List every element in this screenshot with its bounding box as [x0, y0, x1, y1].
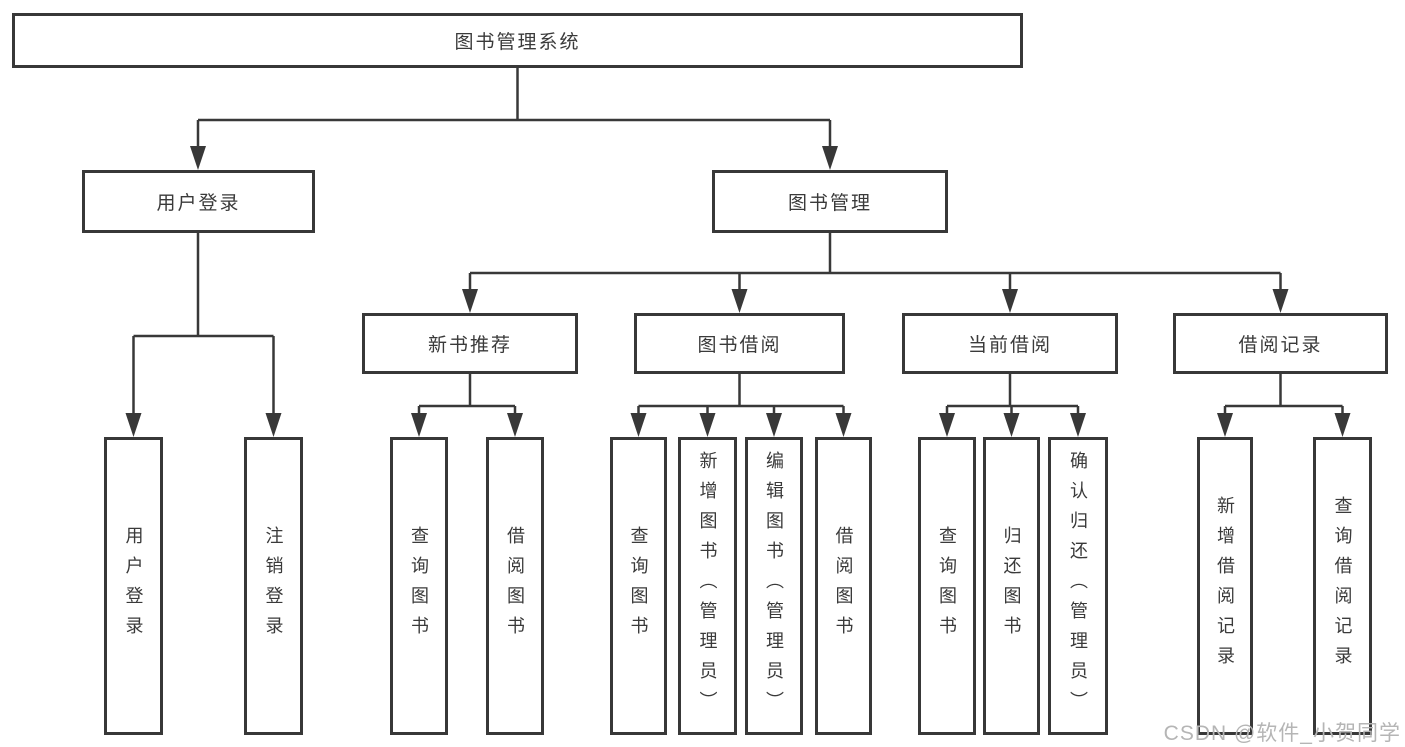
node-root-library-management-system: 图书管理系统 — [12, 13, 1023, 68]
node-label: 新书推荐 — [427, 335, 512, 356]
connector-root-to-level2 — [190, 68, 838, 170]
node-label: 查询图书 — [628, 526, 649, 646]
connector-book-mgmt-branch — [462, 233, 1289, 313]
connector-current-branch — [939, 374, 1086, 437]
node-label: 新增借阅记录 — [1215, 496, 1235, 676]
leaf-current-query-books: 查询图书 — [918, 437, 976, 735]
node-label: 编辑图书（管理员） — [764, 451, 784, 721]
node-label: 当前借阅 — [967, 335, 1052, 356]
node-label: 查询借阅记录 — [1332, 496, 1353, 676]
node-label: 借阅图书 — [833, 526, 854, 646]
connector-user-login-branch — [125, 233, 282, 437]
connector-records-branch — [1217, 374, 1351, 437]
leaf-current-return-books: 归还图书 — [983, 437, 1040, 735]
connector-borrow-branch — [630, 374, 852, 437]
leaf-borrow-borrow-books: 借阅图书 — [815, 437, 872, 735]
leaf-records-add-record: 新增借阅记录 — [1197, 437, 1253, 735]
node-label: 新增图书（管理员） — [697, 451, 718, 721]
node-label: 归还图书 — [1001, 526, 1022, 646]
node-book-management: 图书管理 — [712, 170, 948, 233]
node-label: 注销登录 — [263, 526, 284, 646]
leaf-new-books-query-books: 查询图书 — [390, 437, 448, 735]
node-label: 确认归还（管理员） — [1068, 451, 1088, 721]
node-borrowing-records: 借阅记录 — [1173, 313, 1388, 374]
leaf-borrow-edit-books-admin: 编辑图书（管理员） — [745, 437, 803, 735]
node-label: 借阅记录 — [1238, 335, 1323, 356]
node-label: 用户登录 — [156, 193, 241, 214]
csdn-watermark: CSDN @软件_小贺同学 — [1163, 722, 1401, 745]
leaf-new-books-borrow-books: 借阅图书 — [486, 437, 544, 735]
leaf-borrow-add-books-admin: 新增图书（管理员） — [678, 437, 737, 735]
leaf-records-query-record: 查询借阅记录 — [1313, 437, 1372, 735]
node-label: 查询图书 — [409, 526, 429, 646]
connector-new-books-branch — [411, 374, 523, 437]
node-label: 图书管理 — [787, 193, 872, 214]
node-label: 查询图书 — [937, 526, 957, 646]
leaf-borrow-query-books: 查询图书 — [610, 437, 667, 735]
leaf-logout: 注销登录 — [244, 437, 303, 735]
node-label: 用户登录 — [123, 526, 144, 646]
leaf-user-login: 用户登录 — [104, 437, 163, 735]
node-new-book-recommend: 新书推荐 — [362, 313, 578, 374]
node-user-login: 用户登录 — [82, 170, 315, 233]
node-label: 图书管理系统 — [454, 32, 581, 53]
leaf-current-confirm-return-admin: 确认归还（管理员） — [1048, 437, 1108, 735]
node-label: 图书借阅 — [697, 335, 782, 356]
node-label: 借阅图书 — [505, 526, 525, 646]
node-current-borrowing: 当前借阅 — [902, 313, 1118, 374]
node-book-borrowing: 图书借阅 — [634, 313, 845, 374]
